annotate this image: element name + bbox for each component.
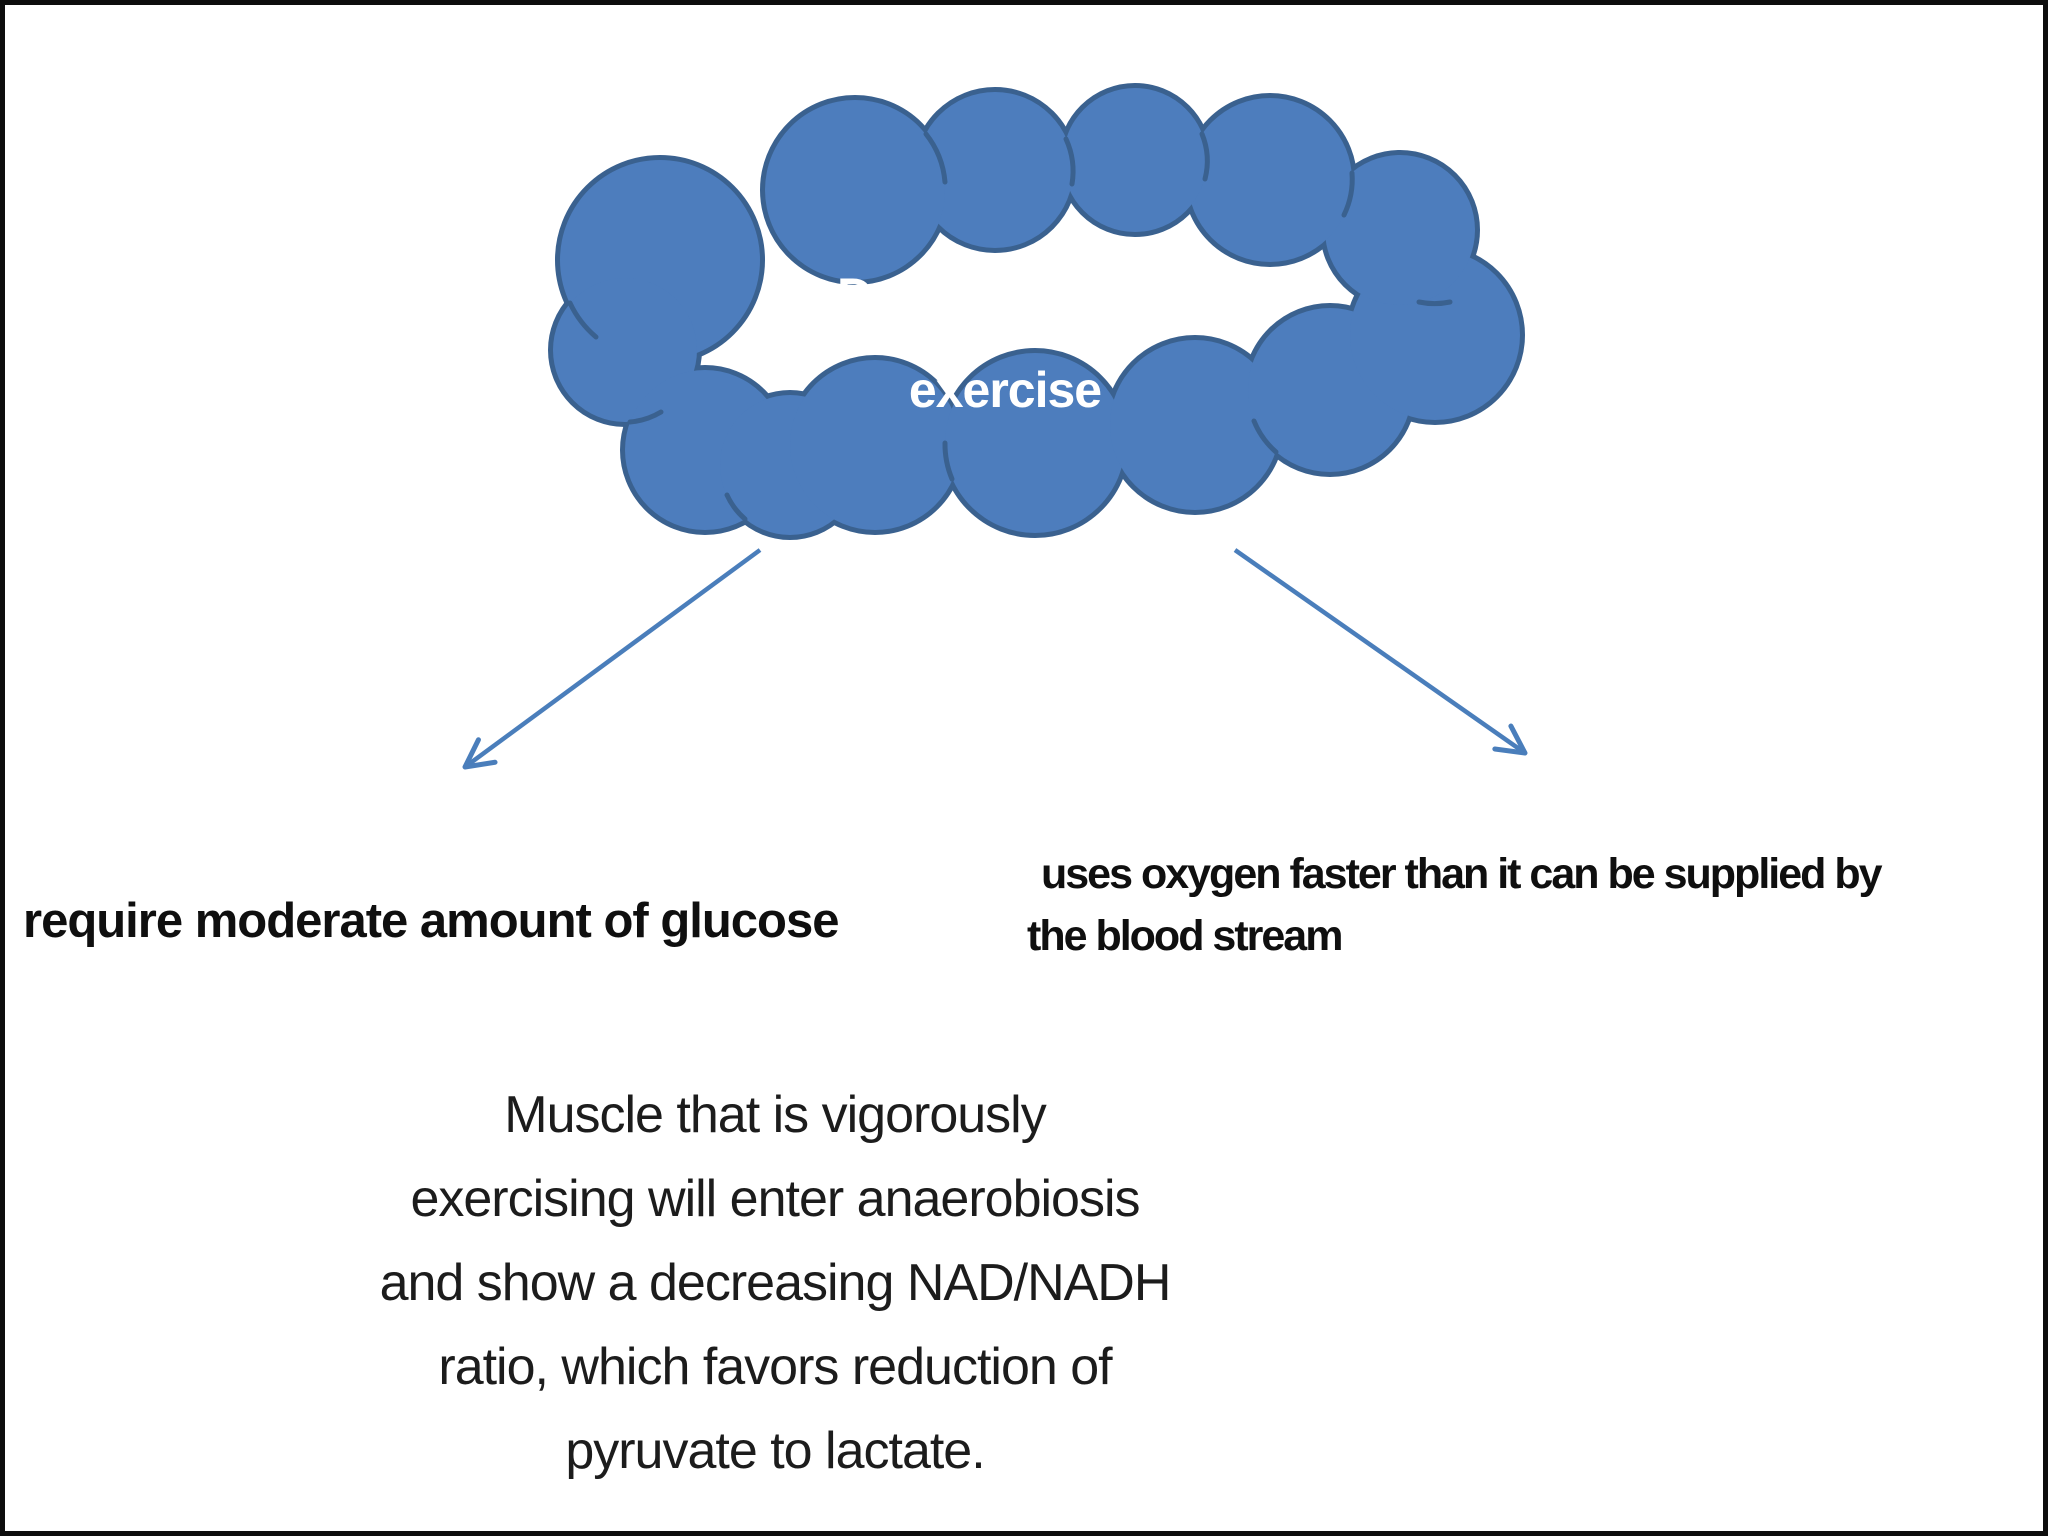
right-arrow-icon bbox=[1233, 548, 1528, 756]
right-branch-label-line-2: the blood stream bbox=[1027, 912, 1343, 960]
summary-line: ratio, which favors reduction of bbox=[438, 1338, 1112, 1396]
cloud-title-line-2: exercise bbox=[908, 362, 1102, 418]
left-branch-label: require moderate amount of glucose bbox=[23, 894, 839, 948]
right-branch-label: uses oxygen faster than it can be suppli… bbox=[1027, 843, 2017, 967]
summary-line: exercising will enter anaerobiosis bbox=[410, 1170, 1140, 1228]
summary-line: Muscle that is vigorously bbox=[504, 1086, 1046, 1144]
cloud-shape bbox=[548, 83, 1525, 540]
cloud-title: During intense exercise bbox=[705, 249, 1305, 437]
summary-line: pyruvate to lactate. bbox=[565, 1422, 985, 1480]
right-branch-label-line-1: uses oxygen faster than it can be suppli… bbox=[1041, 850, 1883, 898]
cloud-inner-notches bbox=[567, 131, 1453, 522]
summary-line: and show a decreasing NAD/NADH bbox=[379, 1254, 1172, 1312]
cloud-title-line-1: During intense bbox=[836, 268, 1174, 324]
left-arrow-icon bbox=[462, 548, 762, 770]
summary-paragraph: Muscle that is vigorously exercising wil… bbox=[175, 1073, 1375, 1493]
